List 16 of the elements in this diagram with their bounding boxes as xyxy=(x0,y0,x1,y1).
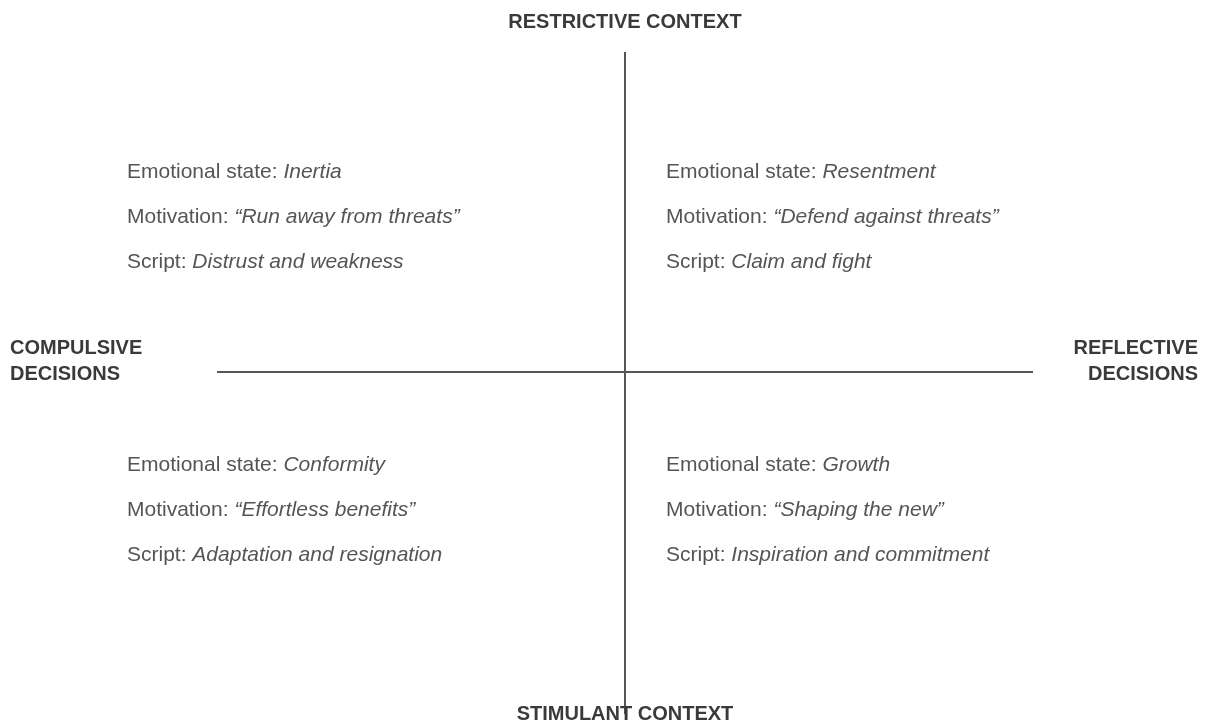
axis-label: RESTRICTIVE CONTEXT xyxy=(508,9,742,34)
axis-label: STIMULANT CONTEXT xyxy=(516,701,734,726)
quadrant-text: Script: Adaptation and resignation xyxy=(127,541,443,567)
quadrant-text: Motivation: “Run away from threats” xyxy=(127,203,460,229)
quadrant-text: Script: Distrust and weakness xyxy=(127,248,404,274)
quadrant-text: Script: Claim and fight xyxy=(666,248,872,274)
quadrant-text: Script: Inspiration and commitment xyxy=(666,541,990,567)
quadrant-text: Motivation: “Defend against threats” xyxy=(666,203,999,229)
quadrant-text: Emotional state: Growth xyxy=(666,451,891,477)
quadrant-text: Motivation: “Shaping the new” xyxy=(666,496,944,522)
quadrant-text: Emotional state: Inertia xyxy=(127,158,342,184)
axis-label: REFLECTIVE DECISIONS xyxy=(1072,335,1198,386)
quadrant-text: Motivation: “Effortless benefits” xyxy=(127,496,416,522)
quadrant-text: Emotional state: Conformity xyxy=(127,451,385,477)
axis-label: COMPULSIVE DECISIONS xyxy=(10,335,144,386)
quadrant-text: Emotional state: Resentment xyxy=(666,158,936,184)
